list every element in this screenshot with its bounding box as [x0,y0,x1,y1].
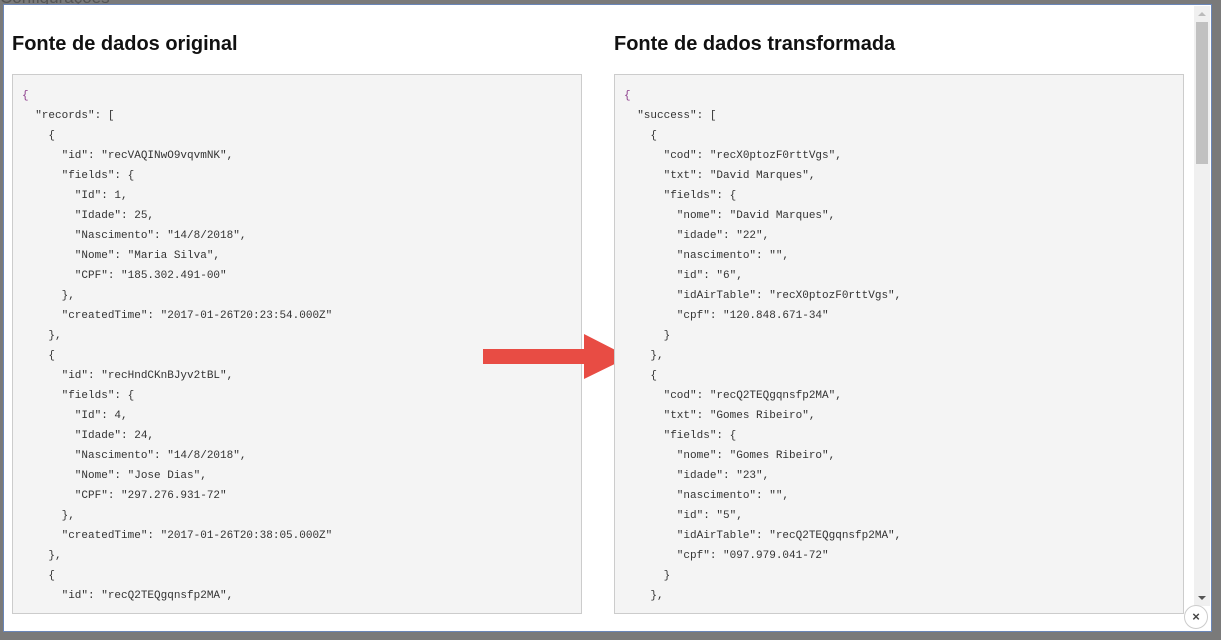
json-line: "fields": { [22,390,135,402]
transformed-json-code: { "success": [ { "cod": "recX0ptozF0rttV… [615,75,1183,606]
json-line: "CPF": "185.302.491-00" [22,270,227,282]
json-line: "cod": "recQ2TEQgqnsfp2MA", [624,390,842,402]
json-line: "Id": 1, [22,190,128,202]
json-line: "fields": { [22,170,135,182]
json-line: "nome": "Gomes Ribeiro", [624,450,836,462]
json-line: "cod": "recX0ptozF0rttVgs", [624,150,842,162]
json-line: "Nascimento": "14/8/2018", [22,450,247,462]
json-line: "Idade": 24, [22,430,155,442]
json-line: "createdTime": "2017-01-26T20:23:54.000Z… [22,310,333,322]
json-line: "idAirTable": "recQ2TEQgqnsfp2MA", [624,530,902,542]
json-line: "Idade": 25, [22,210,155,222]
original-source-title: Fonte de dados original [12,33,238,55]
arrow-right-icon [483,334,629,379]
json-line: { [22,350,56,362]
json-line: "fields": { [624,430,737,442]
json-line: "success": [ [624,110,717,122]
json-line: }, [624,350,664,362]
json-line: }, [22,330,62,342]
json-line: } [624,570,671,582]
json-line: "id": "6", [624,270,743,282]
close-button[interactable]: × [1184,605,1208,629]
background-page-title: Configurações [0,0,110,8]
json-line: "idade": "23", [624,470,770,482]
scroll-down-arrow-icon[interactable] [1198,596,1206,600]
json-line: "nascimento": "", [624,490,790,502]
original-json-code: { "records": [ { "id": "recVAQINwO9vqvmN… [13,75,581,606]
json-line: { [22,570,56,582]
transformed-source-title: Fonte de dados transformada [614,33,896,55]
json-line: "id": "recVAQINwO9vqvmNK", [22,150,234,162]
json-line: "txt": "David Marques", [624,170,816,182]
json-line: "idade": "22", [624,230,770,242]
original-json-viewer[interactable]: { "records": [ { "id": "recVAQINwO9vqvmN… [12,74,582,614]
json-line: "cpf": "120.848.671-34" [624,310,829,322]
json-line: "fields": { [624,190,737,202]
json-line: "records": [ [22,110,115,122]
json-line: }, [22,510,75,522]
json-line: } [624,330,671,342]
scroll-up-arrow-icon[interactable] [1198,12,1206,16]
json-line: "Id": 4, [22,410,128,422]
json-line: "idAirTable": "recX0ptozF0rttVgs", [624,290,902,302]
transform-preview-modal: Fonte de dados original { "records": [ {… [3,4,1212,632]
scrollbar-thumb[interactable] [1196,22,1208,164]
json-line: "id": "recQ2TEQgqnsfp2MA", [22,590,234,602]
json-line: "txt": "Gomes Ribeiro", [624,410,816,422]
json-line: }, [624,590,664,602]
json-line: { [624,130,658,142]
json-line: "CPF": "297.276.931-72" [22,490,227,502]
transformed-json-viewer[interactable]: { "success": [ { "cod": "recX0ptozF0rttV… [614,74,1184,614]
json-line: { [22,130,56,142]
json-line: "id": "recHndCKnBJyv2tBL", [22,370,234,382]
json-line: "nascimento": "", [624,250,790,262]
json-line: }, [22,290,75,302]
json-line: { [624,370,658,382]
json-line: { [624,90,631,102]
json-line: "createdTime": "2017-01-26T20:38:05.000Z… [22,530,333,542]
json-line: "id": "5", [624,510,743,522]
json-line: "Nome": "Jose Dias", [22,470,207,482]
json-line: { [22,90,29,102]
json-line: "cpf": "097.979.041-72" [624,550,829,562]
json-line: "Nascimento": "14/8/2018", [22,230,247,242]
modal-scrollbar[interactable] [1194,6,1210,606]
json-line: "Nome": "Maria Silva", [22,250,221,262]
json-line: "nome": "David Marques", [624,210,836,222]
json-line: }, [22,550,62,562]
